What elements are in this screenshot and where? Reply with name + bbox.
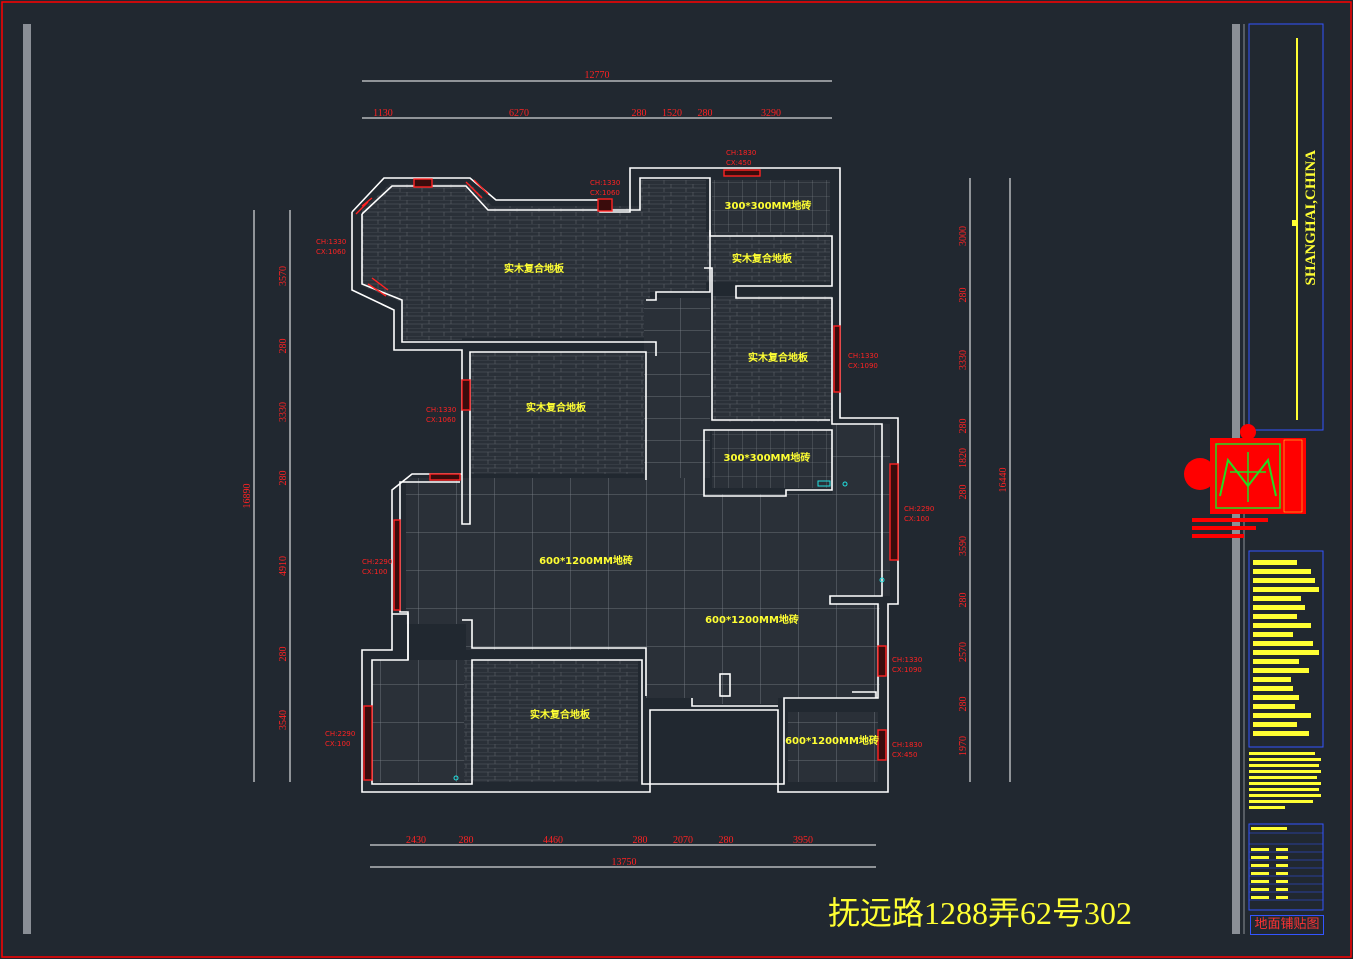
room-labels: 实木复合地板 实木复合地板 实木复合地板 实木复合地板 实木复合地板 300*3… [504,199,879,747]
dim-top-total: 12770 [585,70,610,81]
window-note: CX:1060 [590,189,620,197]
room-label: 实木复合地板 [748,351,809,364]
dim-right-seg: 280 [958,288,969,303]
room-label: 300*300MM地砖 [725,199,812,212]
floor-wood-bedroom-mid [470,352,646,474]
walls [351,167,899,793]
window-note: CX:1060 [316,248,346,256]
window-note: CX:100 [325,740,350,748]
dim-left-segments: 3570 280 3330 280 4910 280 3540 [278,266,289,730]
dim-right-seg: 280 [958,593,969,608]
room-label: 实木复合地板 [526,401,587,414]
dim-left-seg: 280 [278,471,289,486]
drawing-title: 地面铺贴图 [1250,915,1324,935]
dim-right-seg: 280 [958,419,969,434]
dim-right-seg: 3590 [958,536,969,556]
window-note: CH:1330 [316,238,346,246]
fixtures [453,480,885,781]
floor-wood-bedroom-bottom [464,660,638,782]
dim-bottom-seg: 2430 [406,835,426,846]
dim-right-seg: 3330 [958,350,969,370]
dim-top-segments: 1130 6270 280 1520 280 3290 [373,108,781,119]
window-note: CX:1060 [426,416,456,424]
company-logo [1184,424,1306,538]
dim-bottom-seg: 280 [633,835,648,846]
room-label: 600*1200MM地砖 [785,734,879,747]
room-label: 实木复合地板 [732,252,793,265]
dim-right-seg: 280 [958,697,969,712]
window-note: CX:1090 [848,362,878,370]
dim-bottom-seg: 2070 [673,835,693,846]
window-note: CH:1330 [848,352,878,360]
room-label: 600*1200MM地砖 [705,613,799,626]
dim-right-seg: 1970 [958,736,969,756]
drawing-address: 抚远路1288弄62号302 [828,895,1133,931]
dimension-lines [253,80,1011,868]
dim-left-seg: 280 [278,647,289,662]
dim-bottom-seg: 4460 [543,835,563,846]
dim-bottom-segments: 2430 280 4460 280 2070 280 3950 [406,835,813,846]
dim-bottom-seg: 280 [719,835,734,846]
sign-lines [1251,827,1288,899]
floor-tile-bottom-left [372,660,464,782]
window-note: CH:2290 [904,505,934,513]
info-panel [1248,550,1324,748]
window-note: CH:2290 [362,558,392,566]
window-note: CX:100 [362,568,387,576]
dim-right-seg: 1820 [958,448,969,468]
brand-panel [1248,23,1324,431]
window-note: CX:1090 [892,666,922,674]
floor-tile-bath-bottom [788,712,878,782]
dim-left-seg: 3540 [278,710,289,730]
dim-top-seg: 3290 [761,108,781,119]
window-note: CX:450 [726,159,751,167]
dim-right-total: 16440 [998,468,1009,493]
windows [355,169,899,781]
floor-tile-bath-top [712,180,830,232]
window-note: CH:2290 [325,730,355,738]
floor-wood-master [362,180,830,340]
dim-top-seg: 1520 [662,108,682,119]
notes-lines [1249,752,1321,809]
floor-tile-hall [406,424,890,704]
info-lines [1253,560,1319,736]
floor-tile-bath-mid [712,430,834,488]
dim-left-total: 16890 [242,484,253,509]
dim-left-seg: 4910 [278,556,289,576]
window-note: CH:1330 [590,179,620,187]
window-notes: CH:1330 CX:1060 CH:1830 CX:450 CH:1330 C… [316,149,934,759]
window-note: CH:1330 [426,406,456,414]
dim-right-seg: 2570 [958,642,969,662]
dim-right-seg: 3000 [958,226,969,246]
room-label: 600*1200MM地砖 [539,554,633,567]
dim-left-seg: 280 [278,339,289,354]
dim-bottom-total: 13750 [612,857,637,868]
room-label: 实木复合地板 [504,262,565,275]
dim-top-seg: 6270 [509,108,529,119]
window-note: CH:1830 [726,149,756,157]
dim-left-seg: 3570 [278,266,289,286]
dim-left-seg: 3330 [278,402,289,422]
dim-right-seg: 280 [958,485,969,500]
brand-vertical-text: SHANGHAI,CHINA [1303,150,1319,286]
title-block [1184,23,1324,911]
dim-top-seg: 280 [632,108,647,119]
room-label: 300*300MM地砖 [724,451,811,464]
dim-top-seg: 280 [698,108,713,119]
window-note: CX:450 [892,751,917,759]
left-margin-bar [23,24,31,934]
floor-corridor [644,298,710,478]
dim-right-segments: 3000 280 3330 280 1820 280 3590 280 2570… [958,226,969,756]
window-note: CX:100 [904,515,929,523]
dim-bottom-seg: 280 [459,835,474,846]
dim-top-seg: 1130 [373,108,393,119]
window-note: CH:1830 [892,741,922,749]
sign-panel [1248,823,1324,911]
floor-wood-bedroom-right [712,296,832,422]
room-label: 实木复合地板 [530,708,591,721]
window-note: CH:1330 [892,656,922,664]
dim-bottom-seg: 3950 [793,835,813,846]
